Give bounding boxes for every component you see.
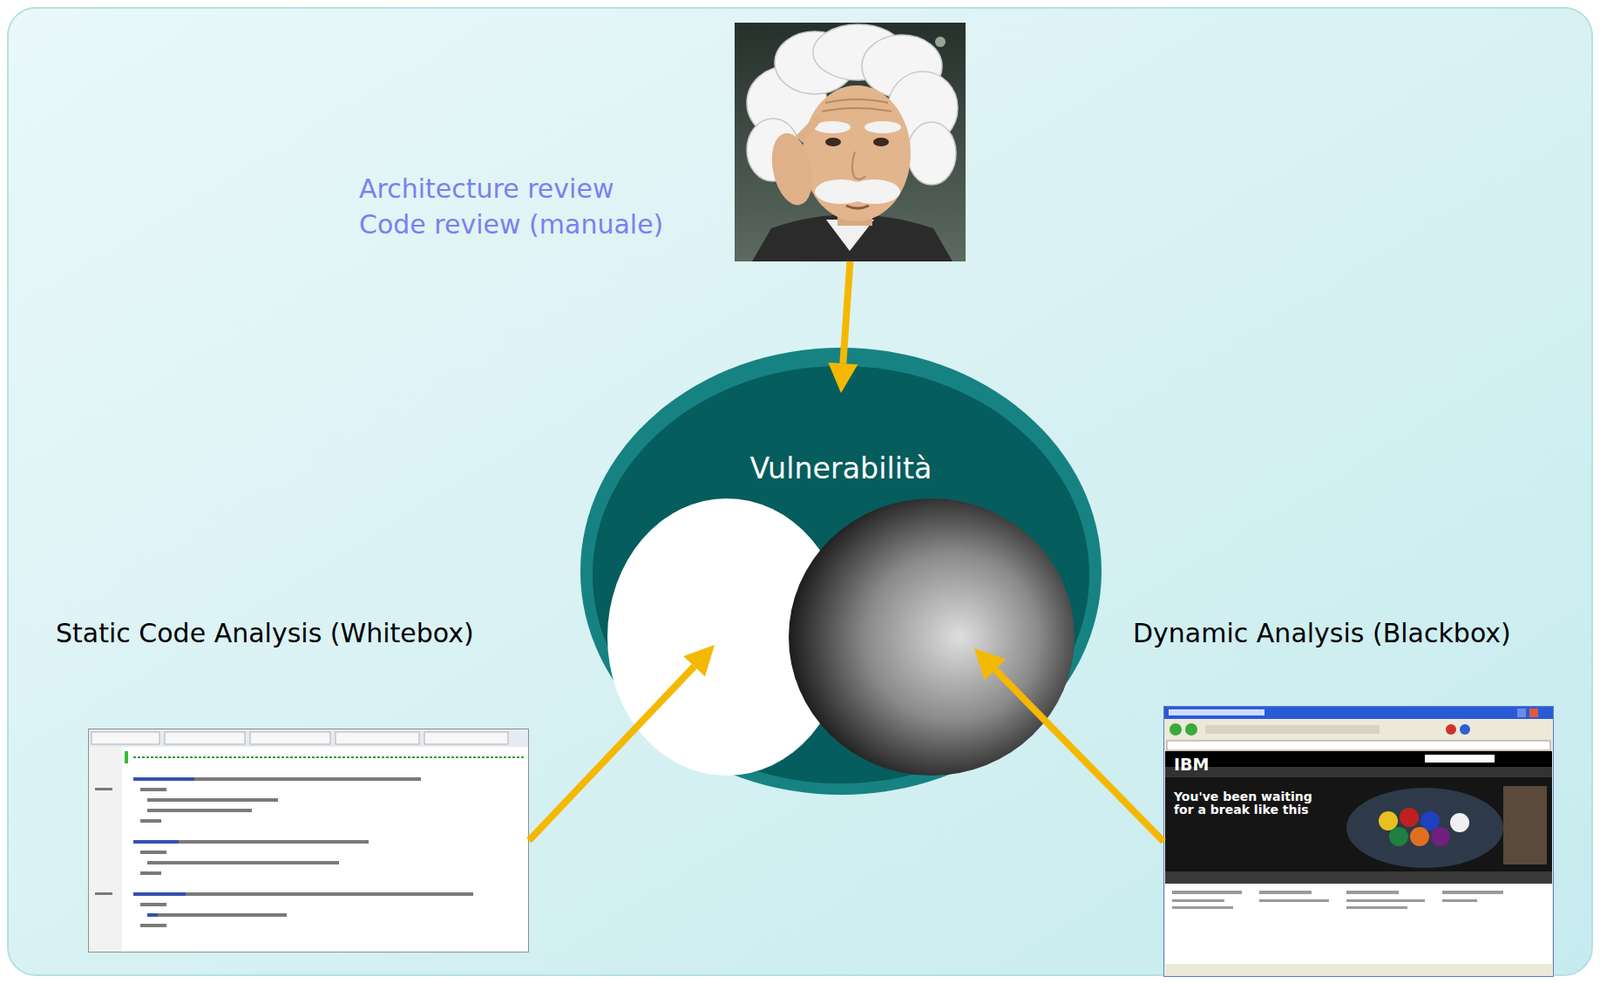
reviewer-group: Architecture reviewCode review (manuale): [348, 22, 966, 262]
headline-text: You've been waiting for a break like thi…: [1173, 790, 1323, 818]
center-title: Vulnerabilità: [579, 449, 1103, 489]
flow-arrow: [528, 644, 715, 841]
flow-arrow: [827, 261, 858, 394]
node-label: Code review (manuale): [359, 206, 664, 243]
node-label: Static Code Analysis (Whitebox): [55, 616, 475, 651]
flow-arrow: [974, 648, 1164, 842]
portrait-illustration: [734, 22, 966, 262]
code-screenshot: [88, 728, 529, 953]
node-label: Dynamic Analysis (Blackbox): [1132, 616, 1512, 651]
ellipse-outline: [579, 346, 1103, 796]
node-label: Architecture review: [359, 170, 614, 207]
dynamic-analysis-group: Dynamic Analysis (Blackbox) IBM You've bee…: [1129, 612, 1583, 979]
static-analysis-group: Static Code Analysis (Whitebox): [52, 612, 541, 953]
vulnerability-ellipse: Vulnerabilità: [579, 346, 1103, 796]
logo-text: IBM: [1173, 755, 1244, 774]
browser-screenshot: [1163, 705, 1554, 977]
